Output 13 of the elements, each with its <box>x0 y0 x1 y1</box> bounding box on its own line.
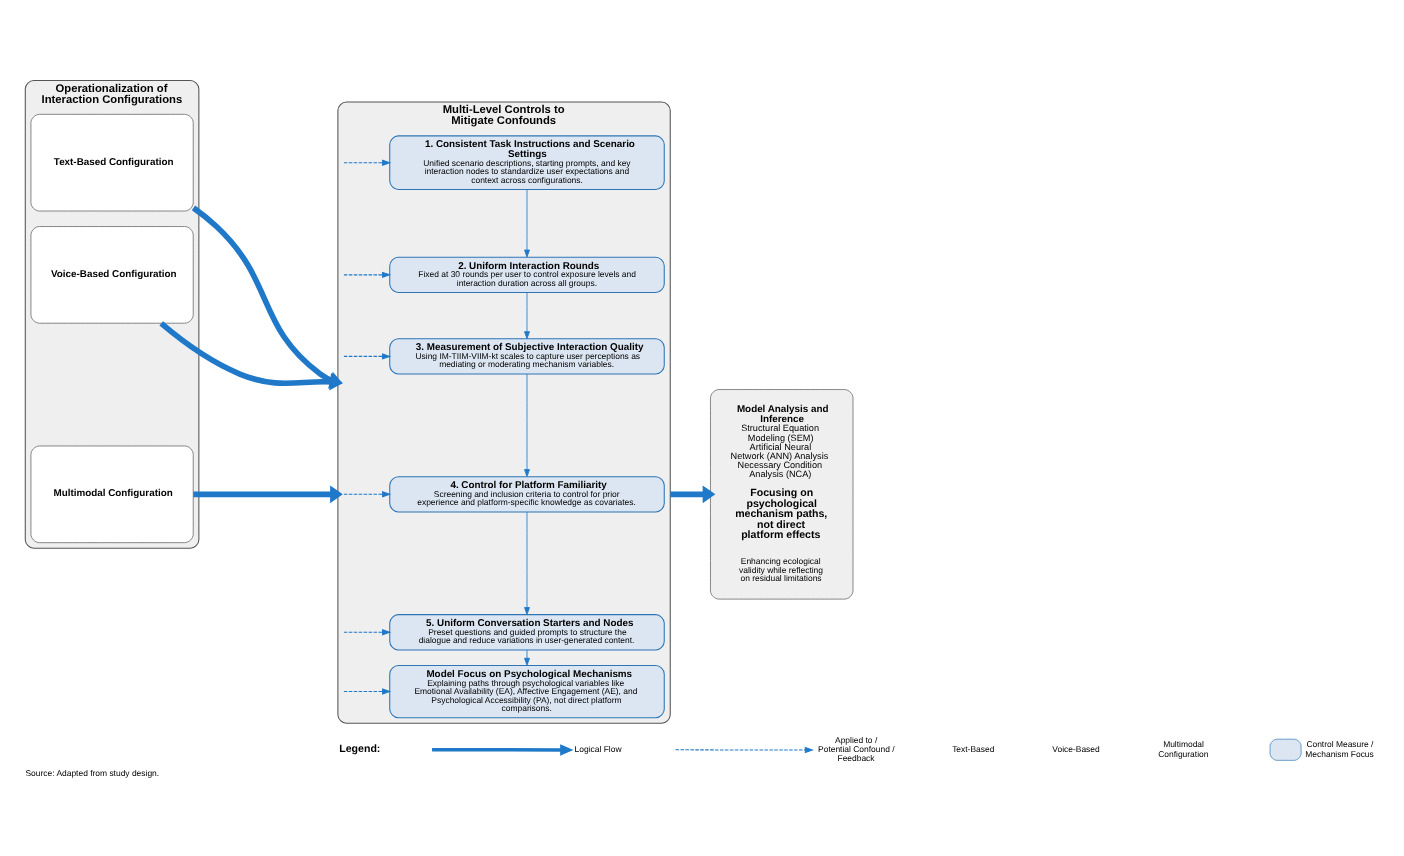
arrow <box>524 511 530 615</box>
arrow <box>524 189 530 258</box>
arrow <box>524 292 530 340</box>
arrow <box>343 159 392 166</box>
arrow <box>193 485 343 504</box>
arrow <box>524 373 530 478</box>
arrow <box>343 629 392 636</box>
arrow <box>670 485 716 504</box>
arrow <box>343 353 392 360</box>
arrow <box>343 271 392 279</box>
arrow <box>343 688 392 695</box>
arrow <box>524 649 530 666</box>
arrow <box>330 485 392 504</box>
